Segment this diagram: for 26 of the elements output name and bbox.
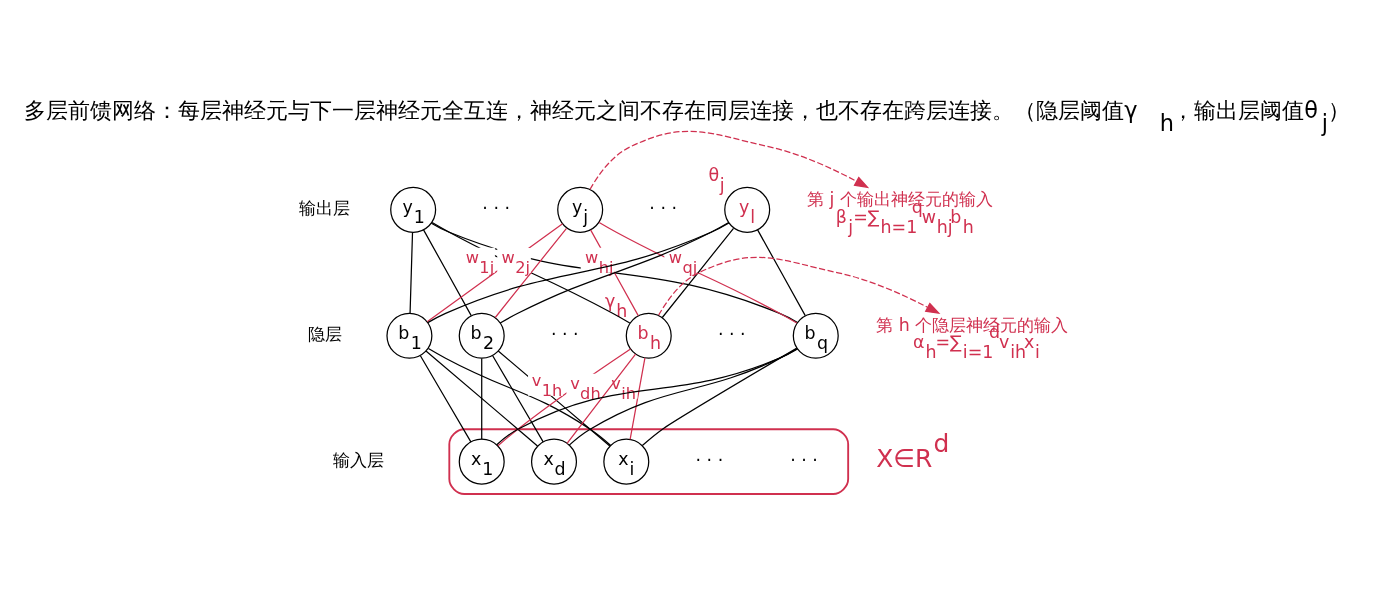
label: · · · bbox=[482, 197, 511, 218]
connector bbox=[598, 221, 798, 324]
label: 输出层 bbox=[299, 197, 351, 218]
connector bbox=[757, 228, 806, 316]
connector bbox=[430, 222, 799, 323]
label: · · · bbox=[649, 197, 678, 218]
connector bbox=[496, 347, 799, 445]
label: · · · bbox=[550, 323, 579, 344]
connector bbox=[422, 228, 472, 316]
connector bbox=[492, 354, 544, 442]
connector bbox=[641, 347, 798, 446]
connector bbox=[427, 347, 612, 446]
arrow bbox=[658, 256, 941, 316]
label: 输入层 bbox=[332, 449, 384, 470]
arrow bbox=[589, 130, 870, 190]
connector bbox=[409, 231, 414, 314]
label: · · · bbox=[717, 323, 746, 344]
connector bbox=[427, 221, 730, 323]
label: 隐层 bbox=[307, 323, 342, 344]
connector bbox=[425, 349, 539, 447]
connector bbox=[629, 356, 646, 440]
connector bbox=[419, 354, 472, 442]
cluster bbox=[448, 427, 850, 495]
label: · · · bbox=[695, 449, 724, 470]
connector bbox=[481, 357, 483, 440]
label: · · · bbox=[790, 449, 818, 470]
